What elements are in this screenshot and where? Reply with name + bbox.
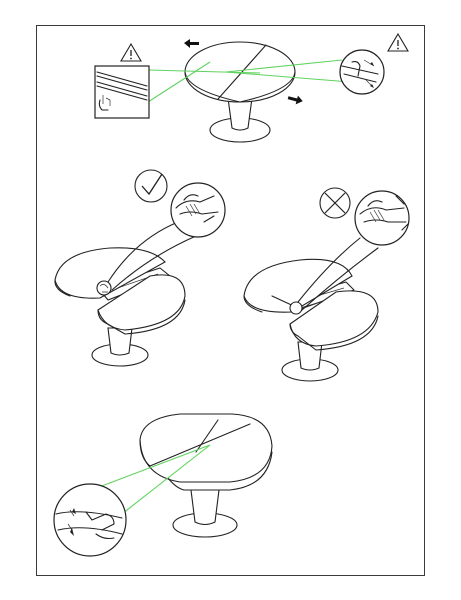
step3-split-line-b [195, 419, 219, 453]
guide-line [147, 69, 261, 74]
step2b-detail [354, 190, 410, 246]
guide-line [225, 71, 351, 83]
guide-line [225, 59, 343, 73]
step2a-detail [170, 182, 226, 238]
step2b-right-half [289, 290, 379, 347]
warning-icon [120, 42, 142, 62]
step3-column [190, 489, 220, 526]
step-2-wrong-group [243, 187, 410, 382]
page-frame [36, 25, 425, 576]
step-3-group [53, 413, 273, 557]
step2b-column [297, 341, 323, 371]
step-2-correct-group [54, 169, 226, 367]
cross-icon [319, 187, 351, 219]
checkmark-icon [134, 169, 168, 203]
step1-detail-right [339, 49, 385, 95]
warning-icon [387, 32, 409, 52]
step2a-left-half [54, 247, 166, 299]
step2a-column [107, 327, 133, 356]
step1-detail-left [94, 65, 150, 119]
arrow-left-icon [184, 39, 199, 48]
step-1-group [94, 32, 409, 143]
arrow-right-icon [287, 95, 303, 105]
guide-line [85, 444, 211, 493]
guide-line [147, 61, 211, 103]
step1-column [227, 97, 253, 131]
step3-detail [53, 483, 127, 557]
step3-split-line-a [149, 423, 251, 467]
